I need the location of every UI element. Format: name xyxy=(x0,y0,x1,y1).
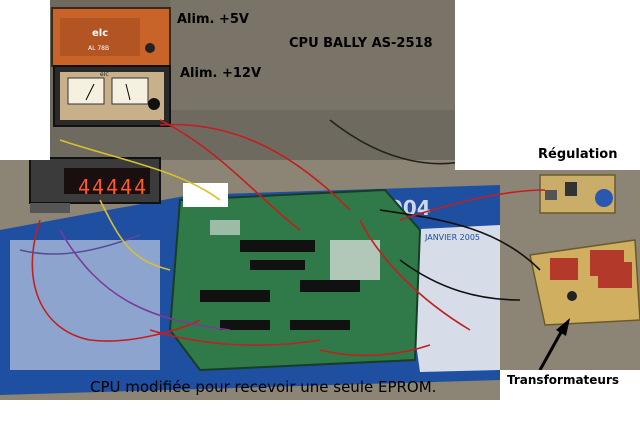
label-transformateurs: Transformateurs xyxy=(507,373,620,387)
psu-5v-model: AL 78B xyxy=(88,45,109,52)
caption: CPU modifiée pour recevoir une seule EPR… xyxy=(90,378,437,396)
psu-12v-brand: elc xyxy=(100,71,109,78)
blank-top-left xyxy=(0,0,50,160)
desk-back-wall xyxy=(170,0,455,110)
label-alim-5v: Alim. +5V xyxy=(177,12,249,27)
arrow-to-transformers xyxy=(538,318,570,371)
label-cpu-title: CPU BALLY AS-2518 xyxy=(289,36,433,51)
display-readout: 44444 xyxy=(78,175,149,199)
regulation-board xyxy=(539,174,616,214)
cpu-board xyxy=(168,188,422,372)
label-alim-12v: Alim. +12V xyxy=(180,66,262,81)
digital-display-unit xyxy=(29,157,161,213)
psu-5v-brand: elc xyxy=(92,28,108,39)
blank-top-right xyxy=(455,0,640,170)
white-sticker xyxy=(183,183,228,207)
blank-bottom-right xyxy=(500,370,640,400)
transformer-board xyxy=(529,239,640,326)
power-supply-12v: elc xyxy=(53,65,171,127)
wire-bundle xyxy=(19,119,546,357)
calendar-month: JANVIER 2005 xyxy=(424,233,480,242)
label-regulation: Régulation xyxy=(538,147,618,162)
power-supply-5v: elc AL 78B xyxy=(51,7,171,67)
blank-bottom xyxy=(0,400,640,426)
